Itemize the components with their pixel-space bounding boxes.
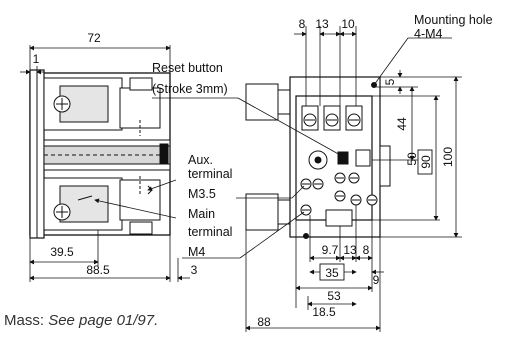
main-terminal-label-1: Main <box>188 207 215 221</box>
dim-13: 13 <box>343 243 357 257</box>
dim-8: 8 <box>363 243 370 257</box>
bottom-terminals <box>300 172 378 216</box>
aux-terminal-label-1: Aux. <box>188 153 213 167</box>
dim-88: 88 <box>257 315 271 329</box>
dim-top-8: 8 <box>299 17 306 31</box>
dim-88-5: 88.5 <box>86 263 110 277</box>
dimension-lines <box>20 26 462 332</box>
mass-note: Mass: See page 01/97. <box>4 312 158 329</box>
aux-terminal-size: M3.5 <box>188 187 216 201</box>
callout-labels: Mounting hole 4-M4 Reset button (Stroke … <box>152 13 493 259</box>
mounting-hole-spec: 4-M4 <box>414 27 443 41</box>
dim-72: 72 <box>87 31 101 45</box>
mass-reference-link[interactable]: See page 01/97. <box>48 312 159 329</box>
dim-9-7: 9.7 <box>322 243 339 257</box>
side-view <box>29 69 171 239</box>
dim-35: 35 <box>325 266 339 280</box>
dim-top-10: 10 <box>341 17 355 31</box>
mounting-hole-label: Mounting hole <box>414 13 493 27</box>
mass-label: Mass: <box>4 312 45 329</box>
dim-90: 90 <box>419 155 433 169</box>
dim-9: 9 <box>373 273 380 287</box>
dim-1: 1 <box>33 52 40 66</box>
front-view <box>245 76 391 239</box>
top-terminals <box>301 105 363 131</box>
dim-100: 100 <box>441 147 455 167</box>
dimension-texts: 72 1 39.5 88.5 3 8 13 10 5 44 50 90 100 … <box>33 17 455 329</box>
main-terminal-size: M4 <box>188 245 205 259</box>
reset-button-stroke: (Stroke 3mm) <box>152 82 228 96</box>
dim-5: 5 <box>383 78 397 85</box>
dim-44: 44 <box>395 117 409 131</box>
dim-50: 50 <box>405 152 419 166</box>
boxed-dimension-frames <box>319 149 433 281</box>
main-terminal-label-2: terminal <box>188 225 232 239</box>
dim-53: 53 <box>327 289 341 303</box>
aux-terminal-label-2: terminal <box>188 167 232 181</box>
reset-button-label: Reset button <box>152 61 223 75</box>
dim-39-5: 39.5 <box>50 245 74 259</box>
dim-18-5: 18.5 <box>312 305 336 319</box>
dim-3: 3 <box>191 263 198 277</box>
dim-top-13: 13 <box>315 17 329 31</box>
